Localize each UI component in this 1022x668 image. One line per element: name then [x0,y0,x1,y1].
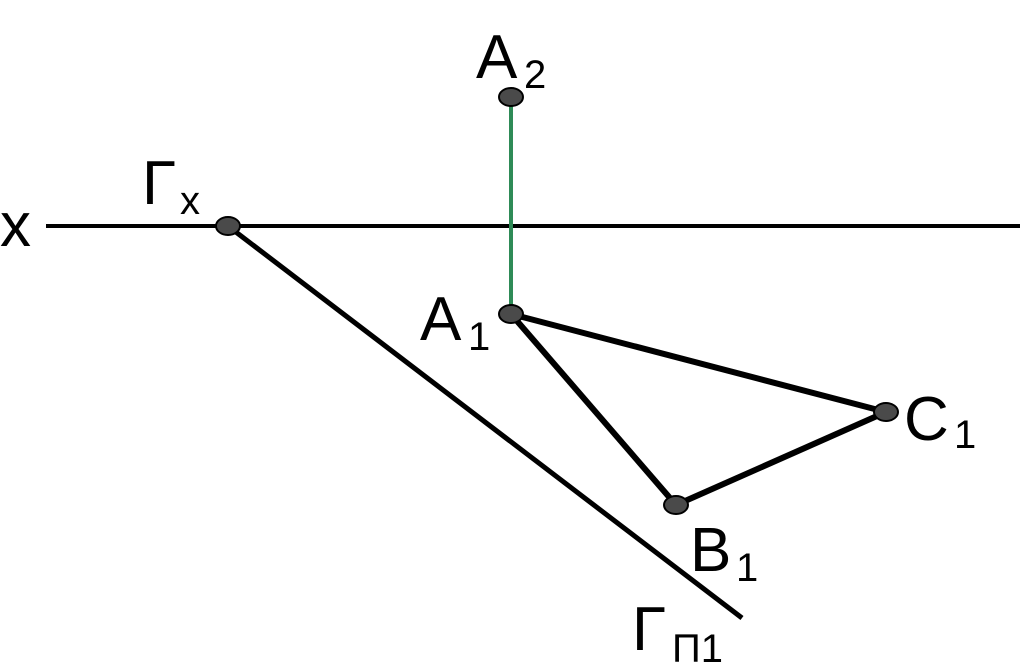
label-b1-main: B [690,516,731,585]
edge-a1-c1 [510,311,887,415]
label-b1-sub: 1 [736,546,758,590]
edge-b1-c1 [674,409,888,508]
point-gamma-x [215,216,241,236]
label-gp1-sub: П1 [672,627,723,668]
label-gx-sub: x [180,179,200,223]
point-b1 [663,495,689,515]
label-a2-main: A [476,23,518,92]
point-a2 [498,87,524,107]
label-gx-main: Г [142,149,176,218]
axis-label: x [0,191,31,260]
trace-line-gamma-p1 [226,224,744,620]
label-a1-main: A [420,285,462,354]
label-a2-sub: 2 [524,53,546,97]
label-c1-main: C [904,385,949,454]
point-a1 [498,304,524,324]
point-c1 [873,402,899,422]
edge-a1-b1 [508,312,679,507]
label-a1-sub: 1 [468,315,490,359]
label-gp1-main: Г [632,595,666,664]
label-c1-sub: 1 [954,413,976,457]
